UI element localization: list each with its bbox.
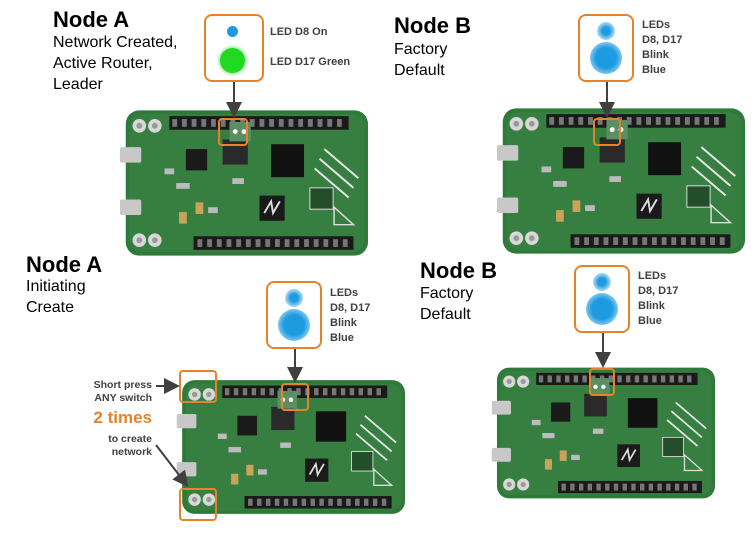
leds-label: LEDs D8, D17 Blink Blue [330, 287, 371, 344]
led-d8-glow-icon [597, 22, 615, 40]
led-d8-icon [227, 26, 238, 37]
led-status-box [574, 265, 630, 333]
node-b-description: Factory Default [420, 285, 474, 323]
led-highlight-box [589, 368, 615, 396]
instruction-text: Short press ANY switch [93, 379, 152, 404]
node-a-title: Node A [26, 252, 103, 277]
led-d17-label: LED D17 Green [270, 56, 351, 68]
led-d8-label: LED D8 On [270, 26, 328, 38]
led-d8-glow-icon [285, 289, 303, 307]
instruction-emphasis: 2 times [93, 408, 152, 427]
instruction-text: to create network [108, 433, 152, 458]
led-d17-glow-icon [590, 42, 622, 74]
led-highlight-box [593, 118, 621, 146]
switch-highlight-box[interactable] [179, 370, 217, 403]
node-a-description: Initiating Create [26, 278, 86, 316]
leds-label: LEDs D8, D17 Blink Blue [638, 270, 679, 327]
node-a-description: Network Created, Active Router, Leader [53, 34, 178, 93]
led-highlight-box [218, 118, 248, 146]
led-d17-icon [220, 48, 245, 73]
led-d17-glow-icon [278, 309, 310, 341]
led-d8-glow-icon [593, 273, 611, 291]
led-status-box [266, 281, 322, 349]
node-a-title: Node A [53, 7, 130, 32]
node-b-title: Node B [394, 13, 471, 38]
arrow-icon [155, 444, 189, 488]
led-highlight-box [281, 383, 309, 411]
switch-highlight-box[interactable] [179, 488, 217, 521]
leds-label: LEDs D8, D17 Blink Blue [642, 19, 683, 76]
node-b-title: Node B [420, 258, 497, 283]
node-b-description: Factory Default [394, 41, 448, 79]
led-d17-glow-icon [586, 293, 618, 325]
led-status-box [204, 14, 264, 82]
led-status-box [578, 14, 634, 82]
